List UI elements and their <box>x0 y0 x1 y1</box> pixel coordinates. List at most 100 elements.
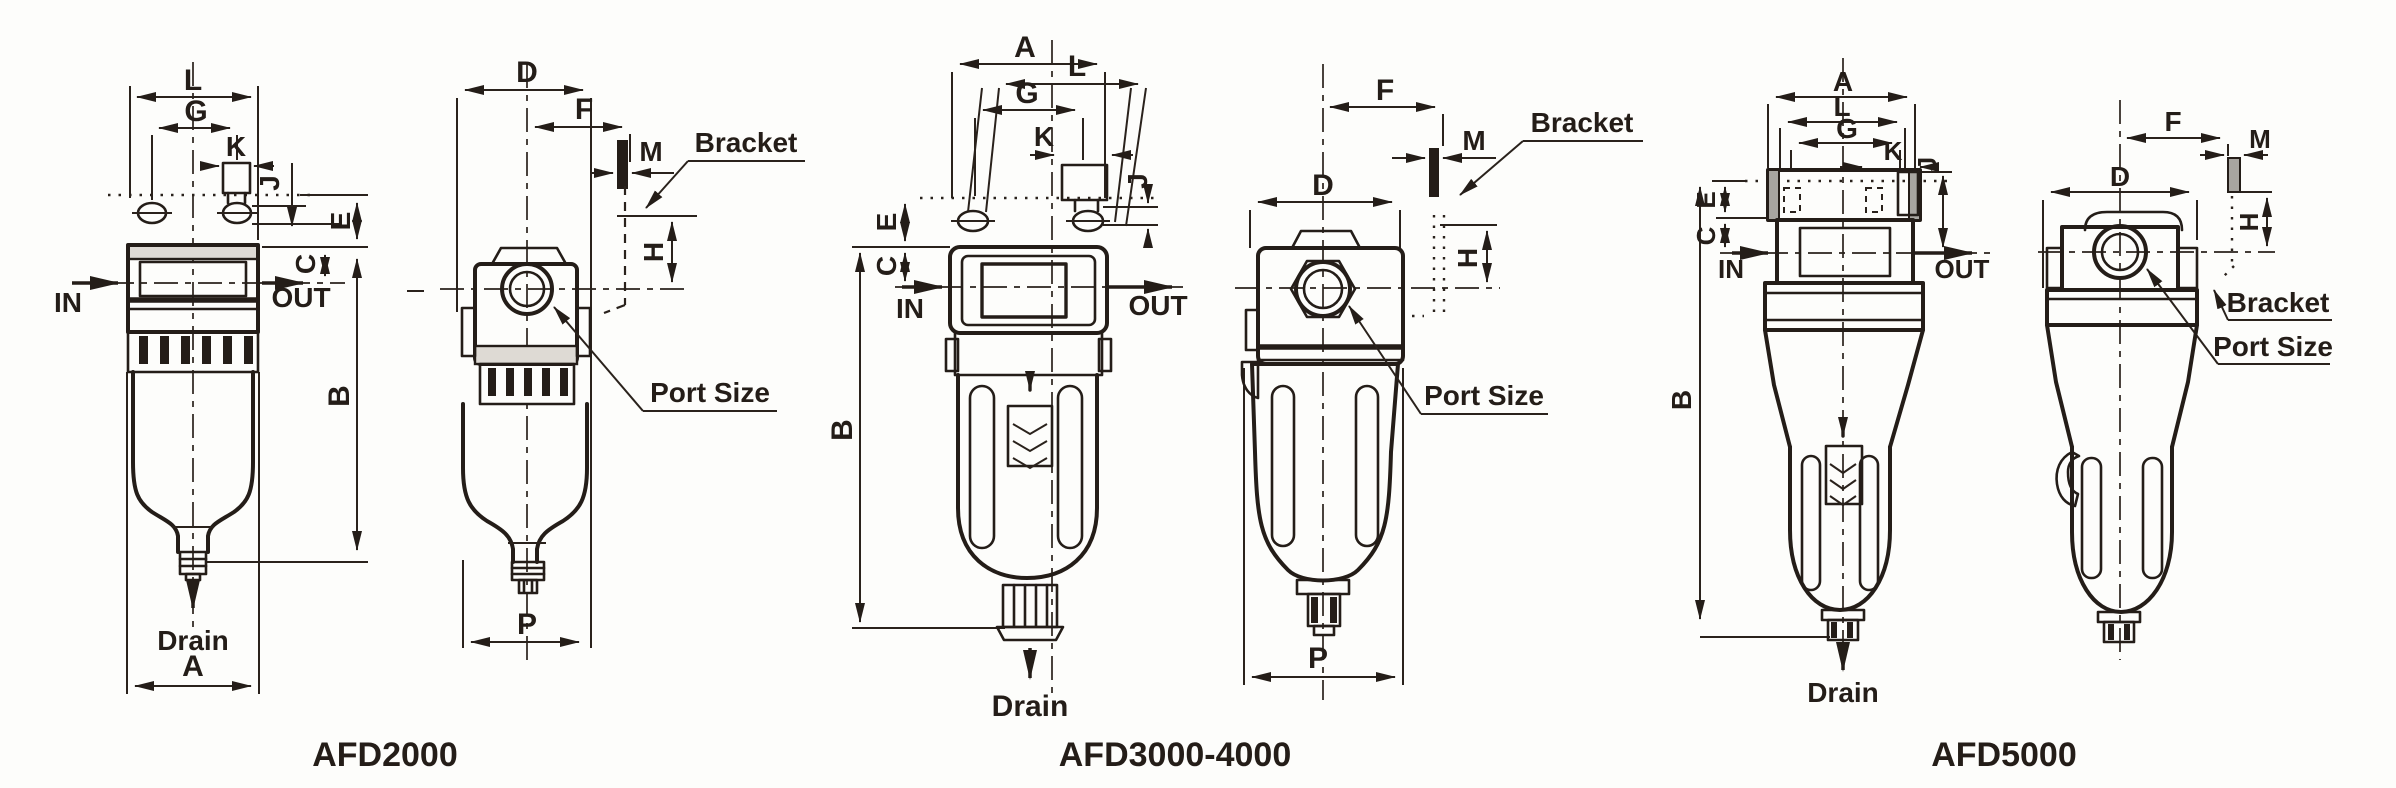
dim-label-b: B <box>1666 390 1697 410</box>
port-size-label: Port Size <box>1424 380 1544 411</box>
cap <box>2083 210 2184 232</box>
port-size-leader <box>1348 305 1422 415</box>
dim-label-p: P <box>517 608 537 641</box>
dim-label-j: J <box>1912 157 1942 171</box>
dim-label-f: F <box>1376 74 1394 107</box>
out-label: OUT <box>271 282 330 313</box>
port-window <box>138 260 248 298</box>
sight-slot-left <box>968 384 996 550</box>
bowl-ring <box>478 362 576 406</box>
bowl <box>131 370 255 554</box>
bracket-hidden-profile <box>1432 215 1446 312</box>
bracket-bolt <box>221 161 252 195</box>
clamp-collar <box>2045 288 2199 327</box>
drain-valve <box>510 560 546 582</box>
dim-label-l: L <box>184 64 202 97</box>
drain-valve <box>1001 583 1059 629</box>
caption-afd3000-4000: AFD3000-4000 <box>1059 736 1291 774</box>
dim-label-e: E <box>871 213 902 232</box>
afd3000-4000-side-view: F M D H Bracket Port Size P <box>1235 64 1643 700</box>
in-label: IN <box>54 287 82 318</box>
latch <box>1244 308 1260 352</box>
dim-label-m: M <box>639 136 662 167</box>
dim-label-m: M <box>2249 124 2271 154</box>
dim-label-h: H <box>1452 248 1483 268</box>
bracket-tab <box>1429 148 1439 197</box>
drain-label: Drain <box>157 625 229 656</box>
cap <box>1290 229 1362 250</box>
ring-ribs <box>139 336 253 364</box>
bowl-ring <box>126 330 260 374</box>
dim-label-l: L <box>1068 50 1086 83</box>
chevrons <box>1012 423 1048 470</box>
bowl <box>1250 362 1400 583</box>
bracket-ear-lines <box>967 87 1147 227</box>
sight-slot-left <box>1270 384 1296 548</box>
bowl-guard <box>1763 328 1925 449</box>
cap <box>490 246 568 266</box>
latch-hook <box>2055 450 2081 508</box>
sight-slot-left <box>2080 456 2103 580</box>
bracket-leader <box>645 160 689 209</box>
afd2000-front-view: L G K J E C B A IN OUT Drain <box>54 62 424 694</box>
dim-label-k: K <box>1884 136 1903 166</box>
clamp-tab-left <box>460 306 477 358</box>
clamp-collar <box>1763 281 1925 332</box>
drain-valve <box>2102 620 2136 644</box>
latch-hook <box>1240 360 1260 400</box>
bowl <box>461 402 589 564</box>
dim-label-f: F <box>575 93 593 126</box>
dim-label-d: D <box>2110 161 2130 192</box>
dim-label-h: H <box>2234 213 2264 232</box>
dim-label-b: B <box>323 385 356 407</box>
drain-sight-tube <box>1824 444 1864 506</box>
port-window <box>980 262 1068 319</box>
sight-slot-right <box>1056 384 1084 550</box>
port-size-leader <box>2146 268 2219 365</box>
bracket-bolt <box>1060 163 1109 202</box>
dim-label-c: C <box>1691 226 1721 245</box>
bracket-label: Bracket <box>2227 287 2330 318</box>
port-size-leader <box>553 306 644 412</box>
drain-sight-tube <box>1006 404 1054 468</box>
sight-slot-right <box>2141 456 2164 580</box>
afd5000-side-view: F M D H Bracket Port Size <box>2038 100 2333 660</box>
dim-label-l: L <box>1833 91 1850 122</box>
hidden-bolt-right <box>1865 187 1883 213</box>
in-label: IN <box>1718 254 1744 284</box>
dim-label-k: K <box>226 131 246 162</box>
bracket-tab <box>2227 157 2241 193</box>
bracket-hidden-profile <box>603 186 627 315</box>
port-window <box>1798 226 1892 278</box>
hidden-bolt-left <box>1783 187 1801 213</box>
drain-valve <box>1826 618 1860 642</box>
dim-label-m: M <box>1462 125 1485 156</box>
dim-label-e: E <box>325 212 356 231</box>
bracket-label: Bracket <box>695 127 798 158</box>
port-hex-nut <box>1289 259 1357 319</box>
clamp-ring <box>953 331 1104 377</box>
dim-label-g: G <box>184 95 207 128</box>
out-label: OUT <box>1935 254 1990 284</box>
port-circle <box>2092 224 2148 280</box>
afd5000-front-view: A L G K J E C B IN OUT Drain <box>1666 58 1990 708</box>
bowl-guard <box>2045 323 2199 449</box>
dim-label-c: C <box>871 256 902 276</box>
filter-body <box>948 245 1109 335</box>
top-flange <box>126 243 260 261</box>
dim-label-d: D <box>516 56 538 89</box>
body-ear-right <box>2176 246 2199 290</box>
afd3000-4000-front-view: A L G K J E C B IN OUT Drain <box>826 31 1188 723</box>
sight-slot-right <box>1858 454 1880 592</box>
body-ear-left <box>2045 246 2064 290</box>
dim-label-a: A <box>1833 66 1853 97</box>
sight-slot-right <box>1354 384 1380 548</box>
ring-ribs <box>488 368 568 396</box>
dim-label-p: P <box>1308 642 1328 675</box>
dim-label-g: G <box>1015 77 1038 110</box>
dim-label-f: F <box>2164 106 2181 137</box>
dim-label-c: C <box>290 254 321 274</box>
clamp-tab-right <box>575 306 592 358</box>
